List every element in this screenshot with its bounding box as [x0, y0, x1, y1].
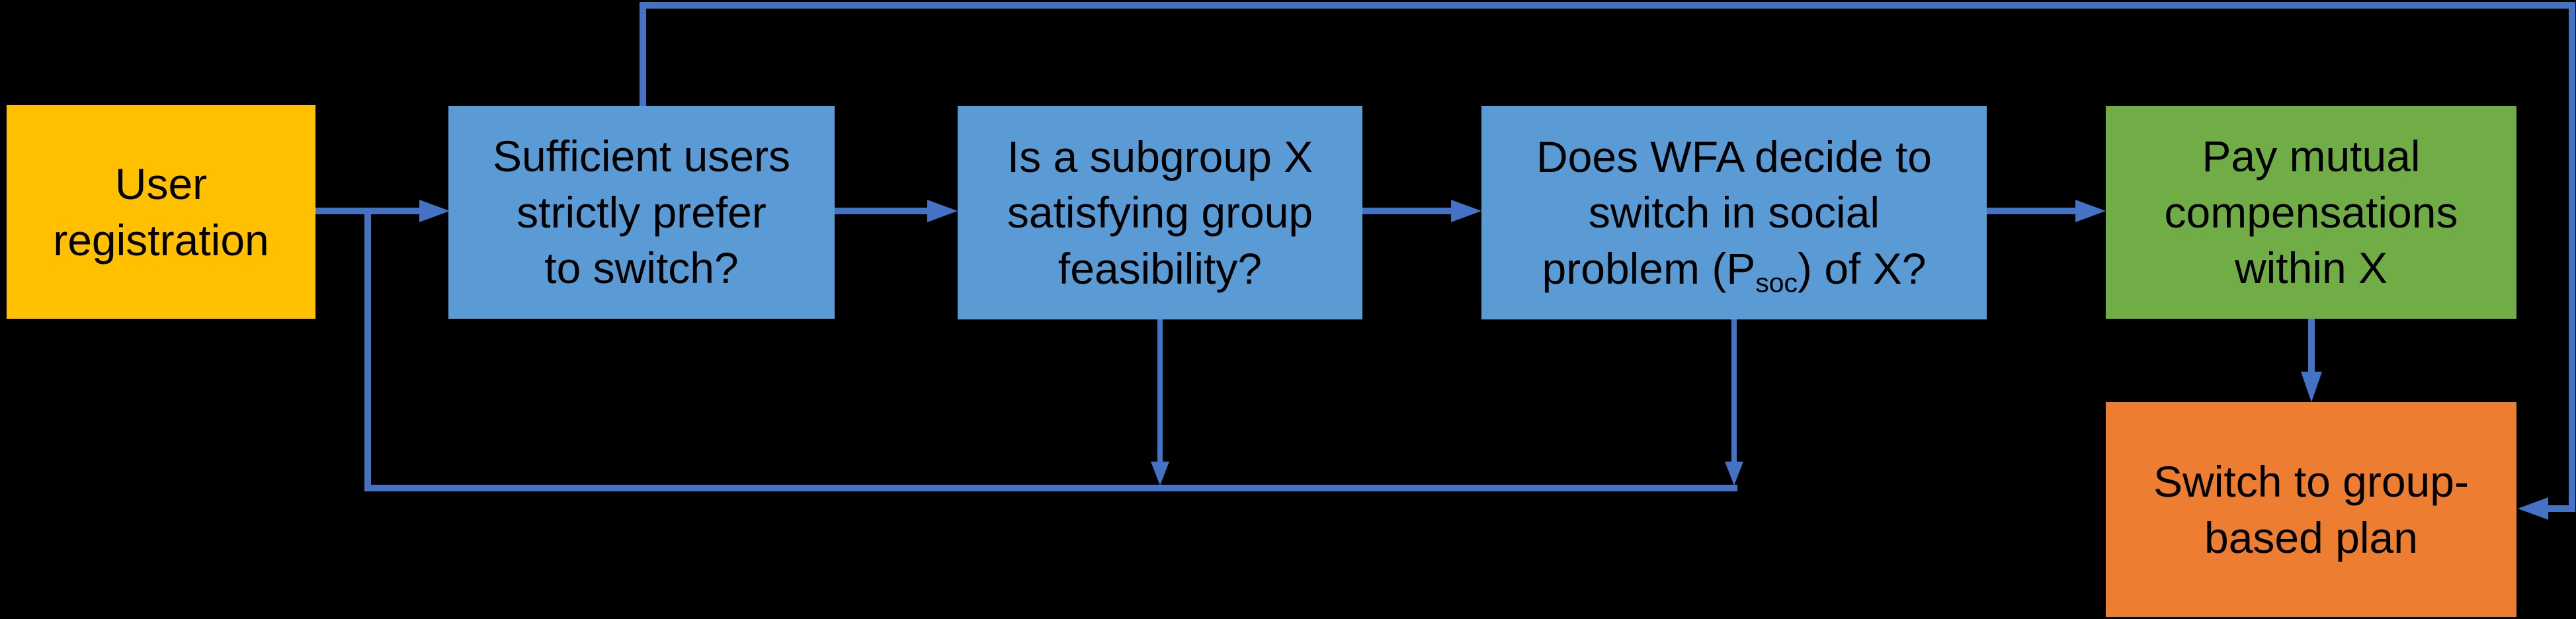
arrowhead-right [419, 200, 450, 222]
wfa-label-subscript: soc [1755, 267, 1798, 298]
arrowhead-down [1725, 462, 1743, 485]
connector-bottom-return-line [364, 211, 1737, 491]
connector-wfa-to-pay [1987, 200, 2106, 222]
connector-top-loop-to-switch [640, 2, 2575, 520]
arrowhead-left [2518, 497, 2548, 520]
wfa-label-text-end: ) of X? [1798, 243, 1927, 293]
connector-pay-to-switch [2301, 319, 2322, 402]
connector-feasibility-to-wfa [1362, 200, 1481, 222]
arrowhead-down [2301, 372, 2322, 402]
arrowhead-right [1451, 200, 1481, 222]
connector-wfa-down-to-return [1725, 319, 1743, 485]
node-group-feasibility: Is a subgroup X satisfying group feasibi… [958, 106, 1362, 319]
node-wfa-decision: Does WFA decide to switch in social prob… [1481, 106, 1987, 319]
node-user-registration-label: User registration [53, 159, 269, 265]
connector-sufficient-to-feasibility [835, 200, 958, 222]
connector-feasibility-down-to-return [1151, 319, 1169, 485]
node-user-registration: User registration [7, 105, 315, 319]
node-group-feasibility-label: Is a subgroup X satisfying group feasibi… [1007, 132, 1313, 293]
arrowhead-down [1151, 462, 1169, 485]
node-wfa-decision-label: Does WFA decide to switch in social prob… [1536, 129, 1932, 296]
node-sufficient-users: Sufficient users strictly prefer to swit… [448, 106, 835, 319]
node-sufficient-users-label: Sufficient users strictly prefer to swit… [492, 132, 790, 293]
node-switch-plan-label: Switch to group- based plan [2153, 457, 2469, 562]
node-switch-plan: Switch to group- based plan [2106, 402, 2516, 617]
arrowhead-right [927, 200, 958, 222]
arrowhead-right [2075, 200, 2106, 222]
connector-user-to-sufficient [315, 200, 450, 222]
node-pay-compensations: Pay mutual compensations within X [2106, 106, 2516, 319]
node-pay-compensations-label: Pay mutual compensations within X [2164, 132, 2458, 293]
wfa-label-text: Does WFA decide to switch in social prob… [1536, 132, 1932, 293]
